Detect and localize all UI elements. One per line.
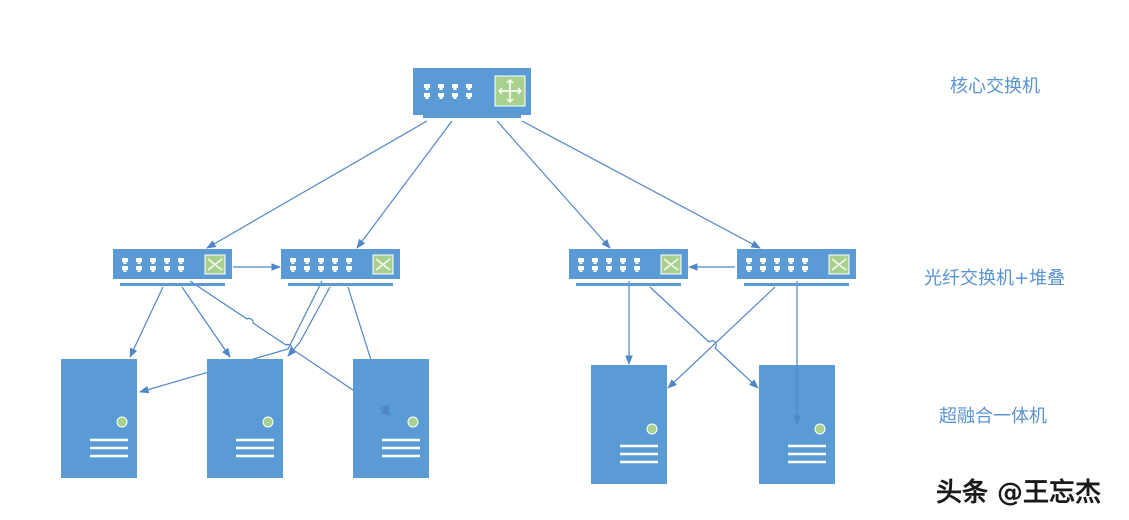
server-2 xyxy=(207,359,283,478)
link-core-switch1 xyxy=(206,120,428,249)
core-switch-label: 核心交换机 xyxy=(950,76,1040,97)
connection-lines xyxy=(129,120,801,425)
link-sw3-srv5 xyxy=(649,286,759,389)
link-sw2-srv2 xyxy=(287,286,331,357)
power-indicator-icon xyxy=(407,416,419,428)
power-indicator-icon xyxy=(646,423,658,435)
server-1 xyxy=(61,359,137,478)
fiber-switch-3 xyxy=(569,249,688,286)
link-core-switch3 xyxy=(496,120,611,249)
switch-icon xyxy=(372,254,394,275)
router-icon xyxy=(494,75,526,107)
server-4 xyxy=(591,365,667,484)
link-core-switch2 xyxy=(356,120,453,249)
link-sw1-srv1 xyxy=(129,286,164,358)
overlay-lines xyxy=(379,366,801,425)
watermark: 头条 @王忘杰 xyxy=(936,478,1102,508)
power-indicator-icon xyxy=(262,416,274,428)
power-indicator-icon xyxy=(814,423,826,435)
switch-icon xyxy=(828,254,850,275)
link-sw1-srv2 xyxy=(181,286,231,358)
fiber-switch-2 xyxy=(281,249,400,286)
link-sw4-srv4 xyxy=(667,286,776,389)
hyperconverged-label: 超融合一体机 xyxy=(939,406,1047,427)
fiber-switch-4 xyxy=(737,249,856,286)
server-3 xyxy=(353,359,429,478)
switch-icon xyxy=(660,254,682,275)
fiber-switch-stack-label: 光纤交换机+堆叠 xyxy=(924,268,1066,289)
link-core-switch4 xyxy=(521,120,761,249)
power-indicator-icon xyxy=(116,416,128,428)
core-switch xyxy=(413,68,531,118)
switch-icon xyxy=(204,254,226,275)
fiber-switch-1 xyxy=(113,249,232,286)
